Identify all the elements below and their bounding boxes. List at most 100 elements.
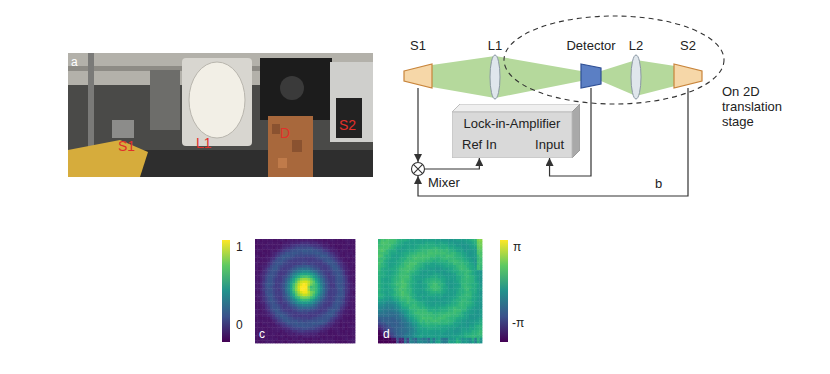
map-cell	[288, 281, 291, 284]
map-cell	[308, 252, 311, 255]
map-cell	[320, 330, 323, 333]
map-cell	[268, 262, 271, 265]
map-cell	[353, 286, 356, 289]
map-cell	[348, 307, 351, 310]
map-cell	[353, 252, 356, 255]
map-cell	[260, 312, 263, 315]
map-cell	[479, 247, 482, 250]
map-cell	[265, 288, 268, 291]
map-cell	[330, 260, 333, 263]
map-cell	[318, 270, 321, 273]
map-cell	[275, 255, 278, 258]
map-cell	[348, 314, 351, 317]
map-cell	[353, 340, 356, 343]
map-cell	[328, 335, 331, 338]
map-cell	[260, 301, 263, 304]
map-cell	[396, 260, 399, 263]
map-cell	[318, 275, 321, 278]
map-cell	[330, 330, 333, 333]
map-cell	[335, 288, 338, 291]
map-cell	[258, 275, 261, 278]
map-cell	[305, 314, 308, 317]
map-cell	[318, 333, 321, 336]
map-cell	[318, 307, 321, 310]
map-cell	[278, 335, 281, 338]
map-cell	[315, 275, 318, 278]
map-cell	[255, 312, 258, 315]
map-cell	[283, 320, 286, 323]
map-cell	[440, 244, 443, 247]
map-cell	[265, 281, 268, 284]
map-cell	[391, 252, 394, 255]
map-cell	[348, 265, 351, 268]
map-cell	[295, 270, 298, 273]
map-cell	[328, 239, 331, 242]
map-cell	[298, 333, 301, 336]
map-cell	[300, 286, 303, 289]
map-cell	[333, 335, 336, 338]
map-cell	[258, 296, 261, 299]
map-cell	[320, 273, 323, 276]
map-cell	[388, 257, 391, 260]
map-cell	[320, 288, 323, 291]
map-cell	[305, 320, 308, 323]
map-cell	[265, 296, 268, 299]
map-cell	[340, 260, 343, 263]
map-cell	[333, 320, 336, 323]
map-cell	[330, 239, 333, 242]
map-cell	[466, 257, 469, 260]
map-cell	[268, 327, 271, 330]
map-cell	[280, 291, 283, 294]
map-cell	[328, 244, 331, 247]
map-cell	[427, 257, 430, 260]
map-cell	[333, 252, 336, 255]
map-cell	[285, 335, 288, 338]
map-cell	[330, 309, 333, 312]
map-cell	[330, 320, 333, 323]
map-cell	[300, 268, 303, 271]
map-cell	[353, 312, 356, 315]
map-cell	[313, 278, 316, 281]
map-cell	[305, 278, 308, 281]
map-cell	[303, 242, 306, 245]
map-cell	[333, 304, 336, 307]
map-cell	[479, 239, 482, 242]
map-cell	[420, 260, 423, 263]
map-cell	[343, 312, 346, 315]
map-cell	[285, 244, 288, 247]
map-cell	[300, 294, 303, 297]
map-cell	[263, 309, 266, 312]
map-cell	[378, 244, 381, 247]
map-cell	[381, 255, 384, 258]
map-cell	[345, 291, 348, 294]
map-cell	[330, 262, 333, 265]
map-cell	[290, 255, 293, 258]
map-cell	[345, 249, 348, 252]
map-cell	[328, 286, 331, 289]
map-cell	[338, 257, 341, 260]
map-cell	[330, 281, 333, 284]
map-cell	[308, 291, 311, 294]
map-cell	[353, 322, 356, 325]
map-cell	[303, 299, 306, 302]
map-cell	[305, 268, 308, 271]
map-cell	[412, 239, 415, 242]
map-cell	[315, 320, 318, 323]
map-cell	[283, 294, 286, 297]
map-cell	[273, 244, 276, 247]
map-cell	[414, 249, 417, 252]
map-cell	[280, 281, 283, 284]
map-cell	[422, 244, 425, 247]
map-cell	[273, 338, 276, 341]
map-cell	[308, 299, 311, 302]
map-cell	[263, 260, 266, 263]
map-cell	[430, 249, 433, 252]
map-cell	[420, 255, 423, 258]
map-cell	[325, 288, 328, 291]
map-cell	[443, 244, 446, 247]
map-cell	[310, 249, 313, 252]
map-cell	[265, 340, 268, 343]
map-cell	[258, 309, 261, 312]
map-cell	[340, 286, 343, 289]
map-cell	[438, 239, 441, 242]
